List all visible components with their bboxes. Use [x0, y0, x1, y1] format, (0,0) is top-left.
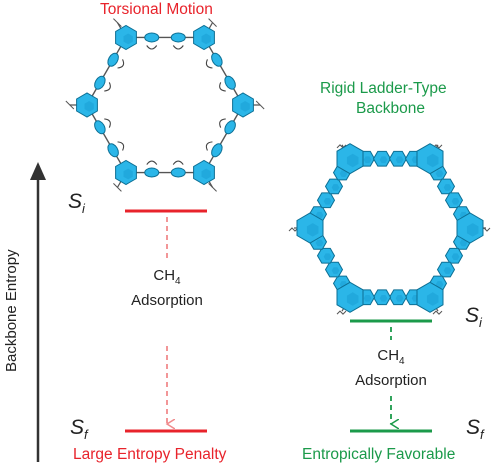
right-title-line1: Rigid Ladder-Type: [320, 80, 447, 97]
right-adsorption-label: CH4 Adsorption: [349, 346, 433, 390]
right-adsorption-word: Adsorption: [355, 372, 427, 389]
linker-ring: [144, 167, 160, 178]
linker-ring: [224, 120, 236, 135]
right-bottom-label: Entropically Favorable: [302, 446, 456, 463]
left-initial-state-label: Si: [68, 190, 85, 217]
linker-ring: [107, 52, 119, 67]
flexible-macrocycle: [65, 18, 265, 192]
left-final-state-label: Sf: [70, 416, 88, 443]
axis-label: Backbone Entropy: [3, 249, 20, 372]
linker-ring: [211, 52, 223, 67]
left-adsorption-label: CH4 Adsorption: [125, 266, 209, 310]
linker-ring: [107, 143, 119, 158]
right-initial-state-label: Si: [465, 304, 482, 331]
entropy-axis-arrow: [30, 162, 46, 462]
linker-ring: [211, 143, 223, 158]
right-final-state-label: Sf: [466, 416, 484, 443]
right-ch4: CH4: [377, 347, 405, 367]
linker-ring: [170, 167, 186, 178]
left-adsorption-word: Adsorption: [131, 292, 203, 309]
linker-ring: [144, 32, 160, 43]
linker-ring: [224, 75, 236, 90]
linker-ring: [94, 75, 106, 90]
linker-ring: [94, 120, 106, 135]
rigid-ladder-macrocycle: [288, 143, 491, 315]
left-ch4: CH4: [153, 267, 181, 287]
linker-ring: [170, 32, 186, 43]
left-title: Torsional Motion: [100, 1, 213, 18]
right-title-line2: Backbone: [356, 100, 425, 117]
left-bottom-label: Large Entropy Penalty: [73, 446, 227, 463]
